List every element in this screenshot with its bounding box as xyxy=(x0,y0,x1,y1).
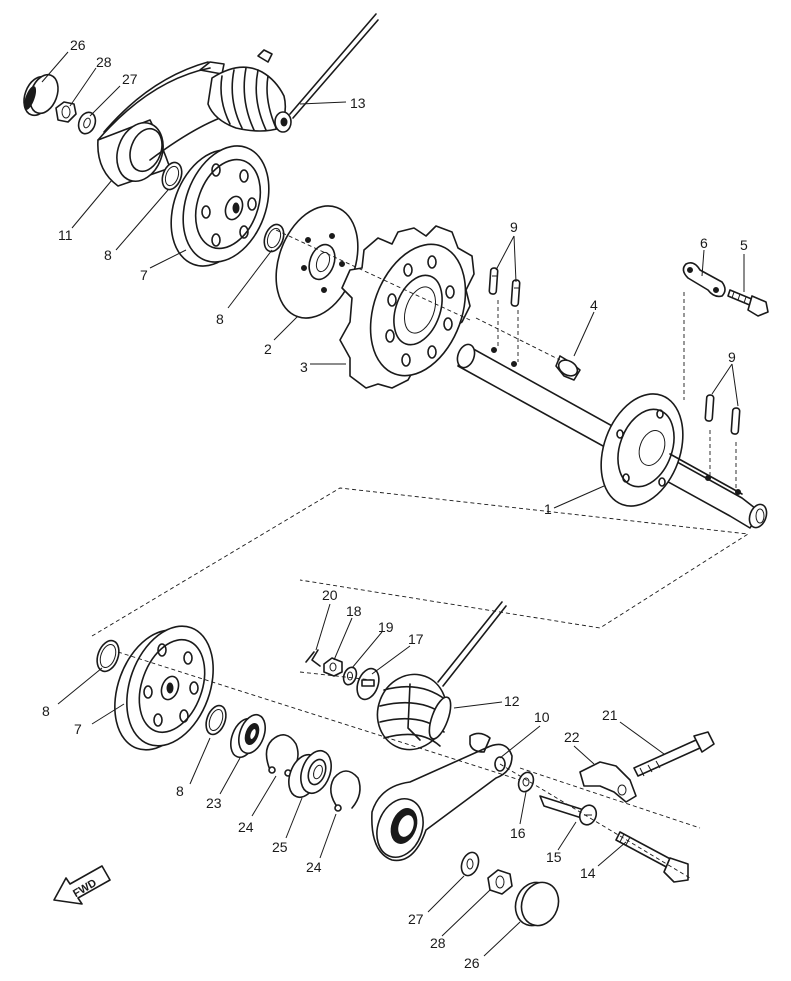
washer-27-top xyxy=(77,111,97,135)
callout-8-d: 8 xyxy=(176,783,184,799)
callout-10: 10 xyxy=(534,709,550,725)
callout-16: 16 xyxy=(510,825,526,841)
bolt-21 xyxy=(633,731,715,777)
callout-8-b: 8 xyxy=(216,311,224,327)
arm-10 xyxy=(371,732,513,862)
bearing-23 xyxy=(230,713,266,759)
sprocket-3 xyxy=(339,225,475,389)
cotter-pin-20 xyxy=(305,649,321,667)
washer-19 xyxy=(342,666,358,686)
bracket-22 xyxy=(579,761,637,803)
wheel-7-upper xyxy=(170,145,270,267)
circlip-24-b xyxy=(330,770,361,812)
callout-5: 5 xyxy=(740,237,748,253)
callout-2: 2 xyxy=(264,341,272,357)
callout-4: 4 xyxy=(590,297,598,313)
callout-8-a: 8 xyxy=(104,247,112,263)
callout-numbers: 26 28 27 13 11 8 7 8 2 3 9 4 6 5 9 1 20 … xyxy=(42,37,748,971)
collar-4 xyxy=(555,355,581,381)
callout-19: 19 xyxy=(378,619,394,635)
callout-7-top: 7 xyxy=(140,267,148,283)
callout-15: 15 xyxy=(546,849,562,865)
leader-lines xyxy=(41,51,745,957)
callout-24-b: 24 xyxy=(306,859,322,875)
nut-28-top xyxy=(55,101,77,123)
bearing-25 xyxy=(288,749,332,799)
plate-17 xyxy=(356,667,380,701)
callout-6: 6 xyxy=(700,235,708,251)
callout-11: 11 xyxy=(58,227,73,243)
washer-16 xyxy=(517,771,535,793)
callout-24-a: 24 xyxy=(238,819,254,835)
callout-25: 25 xyxy=(272,839,288,855)
callout-27-bottom: 27 xyxy=(408,911,424,927)
pin-15 xyxy=(539,795,598,826)
callout-27-top: 27 xyxy=(122,71,138,87)
cable-bellows-13 xyxy=(207,13,379,133)
shaft-1 xyxy=(456,343,768,529)
pins-9-upper xyxy=(488,267,521,307)
callout-8-c: 8 xyxy=(42,703,50,719)
ring-8-lower-a xyxy=(96,639,120,673)
washer-27-bottom xyxy=(460,851,480,877)
callout-26-bottom: 26 xyxy=(464,955,480,971)
callout-21: 21 xyxy=(602,707,618,723)
callout-14: 14 xyxy=(580,865,596,881)
callout-18: 18 xyxy=(346,603,362,619)
callout-28-bottom: 28 xyxy=(430,935,446,951)
fwd-arrow-icon: FWD xyxy=(53,865,111,905)
cap-26-top xyxy=(23,73,59,117)
nut-28-bottom xyxy=(487,869,513,895)
boot-housing-11 xyxy=(97,61,225,187)
wheel-7-lower xyxy=(114,625,214,751)
link-plate-6 xyxy=(682,262,726,298)
bolt-14 xyxy=(615,831,689,883)
callout-23: 23 xyxy=(206,795,222,811)
nut-18 xyxy=(323,657,343,677)
callout-13: 13 xyxy=(350,95,366,111)
pins-9-lower xyxy=(704,394,741,435)
cap-26-bottom xyxy=(514,881,560,927)
callout-17: 17 xyxy=(408,631,424,647)
callout-20: 20 xyxy=(322,587,338,603)
callout-22: 22 xyxy=(564,729,580,745)
callout-28-top: 28 xyxy=(96,54,112,70)
callout-12: 12 xyxy=(504,693,520,709)
ring-8-upper-a xyxy=(161,161,183,191)
callout-7-bottom: 7 xyxy=(74,721,82,737)
callout-9-upper: 9 xyxy=(510,219,518,235)
callout-1: 1 xyxy=(544,501,552,517)
callout-3: 3 xyxy=(300,359,308,375)
callout-9-lower: 9 xyxy=(728,349,736,365)
disc-2 xyxy=(275,205,359,319)
ring-8-lower-b xyxy=(205,704,227,736)
callout-26-top: 26 xyxy=(70,37,86,53)
spring-12 xyxy=(376,601,507,751)
bolt-5 xyxy=(727,289,769,317)
